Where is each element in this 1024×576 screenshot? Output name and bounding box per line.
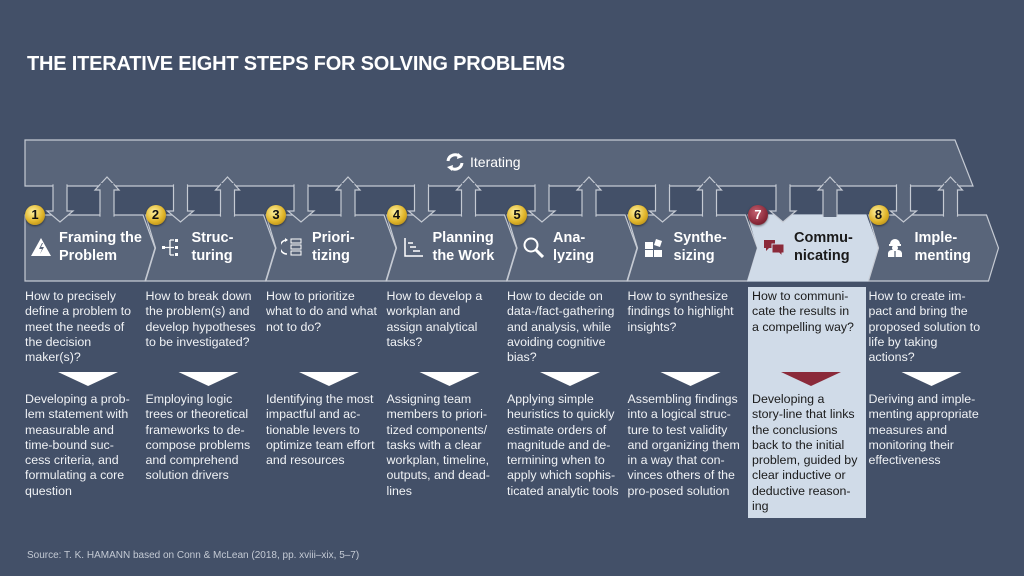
workplan-chart-icon [402, 236, 424, 258]
arrow-joint [703, 183, 716, 188]
down-arrow [45, 184, 75, 223]
arrow-joint [582, 183, 596, 188]
worker-icon [884, 236, 906, 258]
step-number-badge: 8 [868, 205, 889, 225]
step-question: How to prioritize what to do and what no… [266, 289, 377, 334]
arrow-joint [897, 183, 910, 187]
arrow-joint [221, 183, 234, 188]
iterating-text: Iterating [470, 154, 521, 170]
arrow-joint [776, 183, 790, 187]
arrow-joint [462, 212, 475, 217]
warning-icon [30, 236, 52, 258]
step-label: Synthe- sizing [673, 230, 727, 264]
logic-tree-icon [161, 236, 183, 258]
down-triangle [901, 372, 962, 386]
step-question: How to develop a workplan and assign ana… [386, 289, 483, 349]
down-arrow [768, 184, 798, 223]
arrow-joint [294, 183, 308, 187]
priority-list-icon [279, 236, 303, 258]
arrow-joint [174, 183, 187, 187]
arrow-joint [100, 212, 114, 217]
step-number-badge: 6 [627, 205, 648, 225]
step-number-badge: 5 [507, 205, 527, 225]
arrow-joint [535, 183, 549, 187]
step-number-badge: 3 [266, 205, 286, 225]
highlight-column [748, 287, 866, 518]
down-arrow [406, 184, 437, 223]
arrow-joint [703, 212, 716, 217]
down-arrow [647, 184, 678, 223]
down-arrow [165, 184, 196, 223]
magnifier-icon [522, 236, 545, 259]
step-answer: Assigning team members to priori- tized … [386, 392, 490, 498]
step-answer: Employing logic trees or theoretical fra… [145, 392, 251, 483]
step-answer: Developing a story-line that links the c… [752, 392, 858, 514]
arrow-joint [221, 212, 234, 217]
iteration-loop-band [24, 139, 974, 187]
arrow-joint [462, 183, 475, 188]
arrow-joint [944, 183, 957, 188]
step-answer: Assembling findings into a logical struc… [627, 392, 740, 498]
step-label: Commu- nicating [794, 230, 853, 264]
step-label: Struc- turing [191, 230, 234, 264]
refresh-icon [446, 153, 464, 171]
source-note: Source: T. K. HAMANN based on Conn & McL… [27, 550, 360, 561]
step-question: How to decide on data-/fact-gathering an… [507, 289, 615, 365]
step-answer: Applying simple heuristics to quickly es… [507, 392, 619, 498]
down-triangle [540, 372, 600, 386]
arrow-joint [415, 183, 428, 187]
arrow-joint [944, 212, 957, 217]
arrow-joint [100, 183, 114, 188]
step-question: How to communi- cate the results in a co… [752, 289, 854, 334]
down-triangle [419, 372, 480, 386]
step-number-badge: 2 [145, 205, 166, 225]
step-answer: Identifying the most impactful and ac- t… [266, 392, 375, 468]
arrow-joint [582, 212, 596, 217]
step-answer: Deriving and imple- menting appropriate … [868, 392, 979, 468]
down-triangle [58, 372, 118, 386]
down-triangle [781, 372, 841, 386]
step-number-badge: 4 [386, 205, 407, 225]
step-number-badge: 1 [25, 205, 45, 225]
step-answer: Developing a prob- lem statement with me… [25, 392, 130, 498]
arrow-joint [823, 183, 837, 188]
down-triangle [299, 372, 359, 386]
step-number-badge: 7 [748, 205, 768, 225]
page-title: THE ITERATIVE EIGHT STEPS FOR SOLVING PR… [27, 53, 565, 75]
arrow-joint [341, 212, 355, 217]
down-arrow [888, 184, 919, 223]
speech-bubbles-icon [763, 236, 785, 258]
step-label: Framing the Problem [59, 230, 142, 264]
arrow-joint [656, 183, 669, 187]
down-arrow [527, 184, 557, 223]
down-triangle [178, 372, 239, 386]
step-label: Imple- menting [914, 230, 971, 264]
step-question: How to precisely define a problem to mee… [25, 289, 132, 365]
arrow-joint [823, 212, 837, 217]
step-question: How to synthesize findings to highlight … [627, 289, 734, 334]
step-question: How to break down the problem(s) and dev… [145, 289, 256, 349]
step-label: Planning the Work [432, 230, 495, 264]
down-triangle [660, 372, 721, 386]
down-arrow [286, 184, 316, 223]
step-question: How to create im- pact and bring the pro… [868, 289, 981, 365]
step-chevron [867, 214, 1000, 282]
iterating-label: Iterating [445, 152, 521, 172]
puzzle-icon [643, 236, 665, 258]
arrow-joint [341, 183, 355, 188]
step-label: Priori- tizing [312, 230, 355, 264]
arrow-joint [53, 183, 67, 187]
step-label: Ana- lyzing [553, 230, 595, 264]
